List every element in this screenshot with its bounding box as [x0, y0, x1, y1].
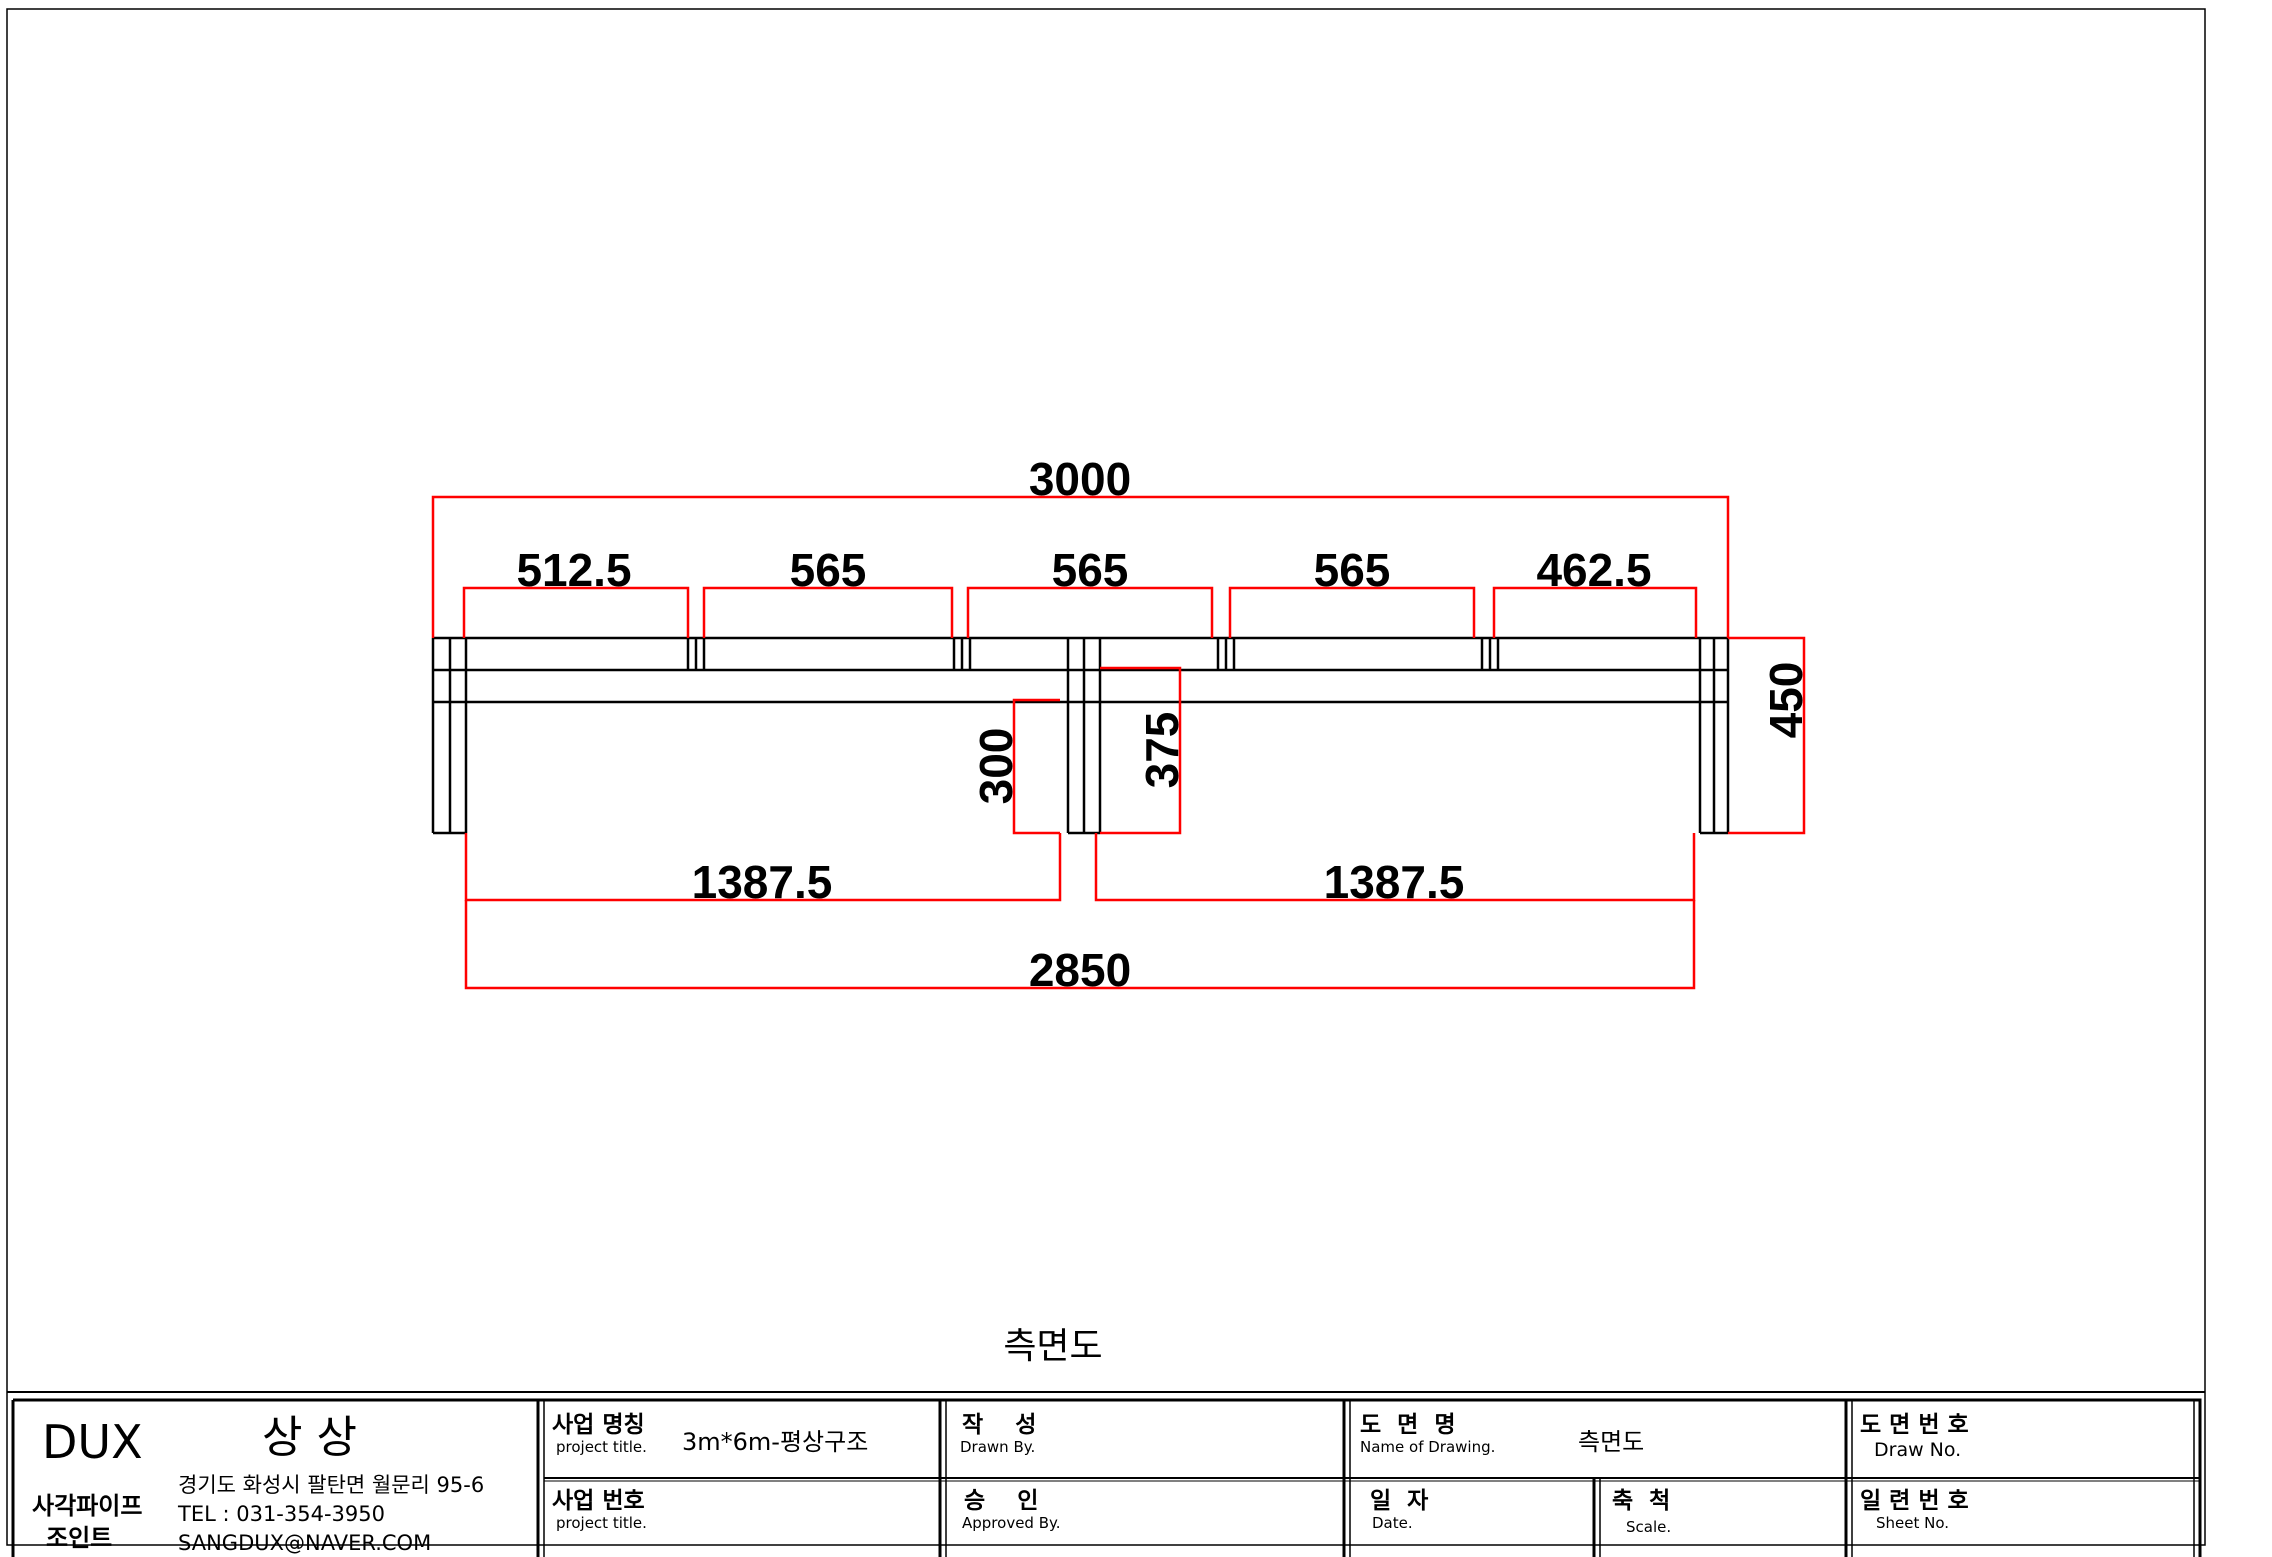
drawing-no-label: 도 면 번 호: [1860, 1412, 1969, 1438]
structure-outline: [431, 636, 1730, 835]
dim-bottom-left: 1387.5: [692, 856, 833, 908]
dim-height-total: 450: [1760, 662, 1812, 739]
dim-overall-top: 3000: [1029, 453, 1131, 505]
company-tel: TEL : 031-354-3950: [177, 1502, 385, 1526]
approved-by-label: 승 인: [964, 1488, 1038, 1514]
company-email: SANGDUX@NAVER.COM: [178, 1531, 431, 1555]
dim-seg-3: 565: [1052, 544, 1129, 596]
dim-seg-4: 565: [1314, 544, 1391, 596]
product-line-1: 사각파이프: [32, 1492, 142, 1520]
company-name: DUX: [42, 1415, 143, 1469]
project-name-value: 3m*6m-평상구조: [682, 1428, 868, 1456]
drawing-name-value: 측면도: [1578, 1428, 1644, 1456]
approved-by-label-en: Approved By.: [962, 1514, 1061, 1532]
scale-label: 축 척: [1612, 1488, 1670, 1514]
drawing-caption: 측면도: [1003, 1326, 1102, 1367]
company-brand: 상 상: [262, 1412, 357, 1463]
dimension-lines: [431, 495, 1806, 990]
dimension-labels: 3000 512.5 565 565 565 462.5 450 300 375…: [516, 453, 1812, 996]
project-name-label-en: project title.: [556, 1438, 647, 1456]
product-line-2: 조인트: [46, 1524, 112, 1552]
dim-bottom-right: 1387.5: [1324, 856, 1465, 908]
drawing-name-label: 도 면 명: [1360, 1412, 1456, 1438]
title-block: [7, 1391, 2205, 1393]
dim-height-right: 375: [1136, 712, 1188, 789]
sheet-no-label-en: Sheet No.: [1876, 1514, 1949, 1532]
scale-label-en: Scale.: [1626, 1518, 1671, 1536]
project-no-label-en: project title.: [556, 1514, 647, 1532]
dim-height-left: 300: [970, 728, 1022, 805]
dim-overall-bottom: 2850: [1029, 944, 1131, 996]
project-no-label: 사업 번호: [552, 1488, 645, 1514]
drawing-name-label-en: Name of Drawing.: [1360, 1438, 1495, 1456]
title-block-grid: [11, 1398, 2202, 1557]
drawing-no-label-en: Draw No.: [1874, 1439, 1961, 1461]
drawn-by-label-en: Drawn By.: [960, 1438, 1035, 1456]
company-address: 경기도 화성시 팔탄면 월문리 95-6: [178, 1473, 484, 1497]
drawn-by-label: 작 성: [962, 1412, 1036, 1438]
sheet-border: [6, 8, 2206, 1546]
dim-seg-2: 565: [790, 544, 867, 596]
sheet-no-label: 일 련 번 호: [1860, 1488, 1969, 1514]
date-label: 일 자: [1370, 1488, 1428, 1514]
project-name-label: 사업 명칭: [552, 1412, 645, 1438]
dim-seg-1: 512.5: [516, 544, 631, 596]
date-label-en: Date.: [1372, 1514, 1413, 1532]
dim-seg-5: 462.5: [1536, 544, 1651, 596]
